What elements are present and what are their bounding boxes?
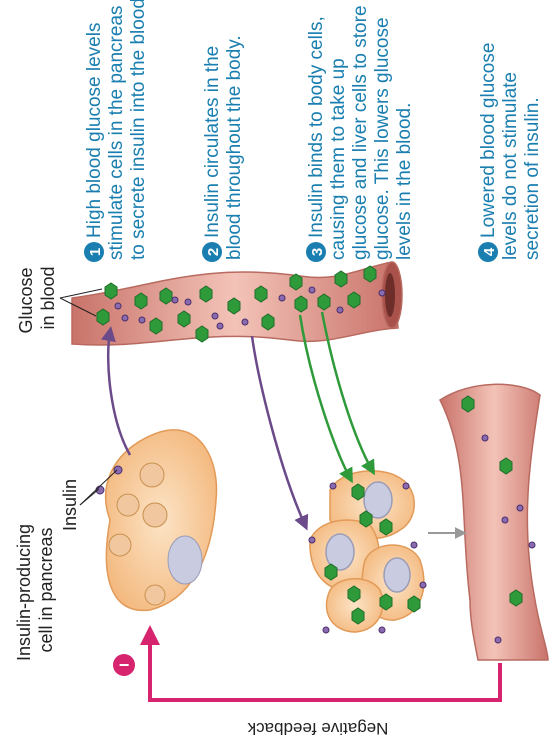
pancreas-cell: [95, 429, 218, 612]
step-2: 2 Insulin circulates in the blood throug…: [202, 35, 245, 262]
glucose-molecules-low: [461, 395, 523, 607]
svg-text:Insulin circulates in the: Insulin circulates in the blood througho…: [202, 35, 245, 260]
negative-feedback-label: Negative feedback: [247, 719, 388, 738]
negative-feedback-arrow: [140, 625, 502, 702]
step-4-number: 4: [481, 247, 498, 256]
step-3-number: 3: [309, 248, 326, 256]
step-4-line3: secretion of insulin.: [522, 97, 543, 260]
glucose-molecules-high: [96, 265, 377, 343]
glucose-label-line2: in blood: [38, 266, 58, 329]
step-2-number: 2: [205, 248, 222, 256]
glucose-in-blood-label: Glucose in blood: [16, 262, 58, 333]
insulin-secretion-arrow: [101, 326, 132, 456]
glucose-label-line1: Glucose: [16, 267, 36, 333]
minus-sign-badge: −: [113, 654, 135, 676]
step-2-line1: Insulin circulates in the: [202, 46, 223, 238]
step-4-line2: levels do not stimulate: [500, 72, 521, 260]
svg-text:Lowered blood glucose le: Lowered blood glucose levels do not stim…: [478, 37, 543, 260]
svg-text:High blood glucose levels: High blood glucose levels stimulate cell…: [84, 0, 149, 260]
step-3-line3: glucose and liver cells to store: [350, 5, 371, 260]
step-4-line1: Lowered blood glucose: [478, 43, 499, 238]
step-3-line1: Insulin binds to body cells,: [306, 16, 327, 238]
step-1-line3: to secrete insulin into the blood.: [128, 0, 149, 260]
step-3: 3 Insulin binds to body cells, causing t…: [306, 0, 415, 262]
step-3-line5: levels in the blood.: [394, 103, 415, 260]
pancreas-label-line2: cell in pancreas: [36, 527, 56, 652]
step-1: 1 High blood glucose levels stimulate ce…: [84, 0, 149, 262]
step-4: 4 Lowered blood glucose levels do not st…: [478, 37, 543, 262]
insulin-label: Insulin: [60, 479, 80, 531]
step-1-line1: High blood glucose levels: [84, 23, 105, 238]
insulin-bound-cells: [308, 482, 427, 634]
insulin-molecules-vessel: [114, 286, 386, 330]
glucose-uptake-arrow-2: [320, 311, 375, 476]
blood-vessel-low-glucose: [439, 383, 549, 661]
insulin-circulation-arrow: [250, 335, 309, 531]
minus-sign: −: [119, 655, 130, 675]
svg-text:Insulin binds to body cells,: Insulin binds to body cells, causing the…: [306, 0, 415, 260]
body-cells-cluster: [309, 470, 425, 633]
pancreas-cell-label: Insulin-producing cell in pancreas: [14, 519, 56, 661]
step-2-line2: blood throughout the body.: [224, 35, 245, 260]
step-1-number: 1: [87, 248, 104, 256]
step-1-line2: stimulate cells in the pancreas: [106, 5, 127, 260]
glucose-uptake-arrow-1: [298, 314, 353, 484]
insulin-molecules-low: [481, 434, 536, 644]
glucose-molecules-cells: [324, 483, 421, 625]
label-pointers: [59, 288, 118, 506]
pancreas-label-line1: Insulin-producing: [14, 524, 34, 661]
step-3-line4: glucose. This lowers glucose: [372, 17, 393, 260]
step-3-line2: causing them to take up: [328, 58, 349, 260]
